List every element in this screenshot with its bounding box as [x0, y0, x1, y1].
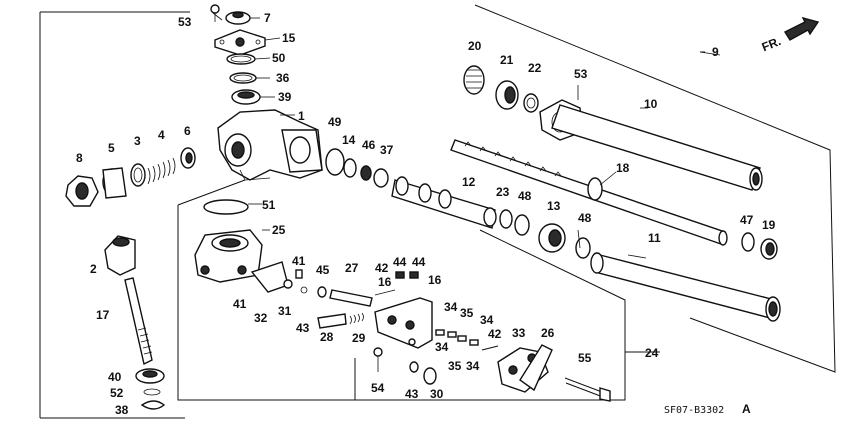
callout-21: 21: [500, 53, 514, 67]
callout-10: 10: [644, 97, 658, 111]
callout-46: 46: [362, 138, 376, 152]
callout-15: 15: [282, 31, 296, 45]
callout-13: 13: [547, 199, 561, 213]
callout-26: 26: [541, 326, 555, 340]
callout-48a: 48: [518, 189, 532, 203]
diagram-suffix: A: [742, 402, 751, 416]
callout-34d: 34: [466, 359, 480, 373]
callout-44b: 44: [412, 255, 426, 269]
small-pins: [373, 329, 499, 385]
callout-44a: 44: [393, 255, 407, 269]
direction-label: FR.: [760, 34, 783, 54]
cylinder-and-rack: [463, 65, 763, 191]
callout-20: 20: [468, 39, 482, 53]
callout-25: 25: [272, 223, 286, 237]
upper-parts-stack: [210, 4, 266, 105]
callout-34c: 34: [435, 340, 449, 354]
diagram-code: SF07-B3302: [664, 405, 724, 416]
callout-29: 29: [352, 331, 366, 345]
callout-39: 39: [278, 90, 292, 104]
callout-33: 33: [512, 326, 526, 340]
callout-16b: 16: [428, 273, 442, 287]
callout-49: 49: [328, 115, 342, 129]
callout-55: 55: [578, 351, 592, 365]
callout-4: 4: [158, 128, 165, 142]
callout-24: 24: [645, 346, 659, 360]
callout-42a: 42: [375, 261, 389, 275]
callout-43a: 43: [296, 321, 310, 335]
callout-22: 22: [528, 61, 542, 75]
callout-19: 19: [762, 218, 776, 232]
callout-47: 47: [740, 213, 754, 227]
callout-41a: 41: [292, 254, 306, 268]
callout-1: 1: [298, 109, 305, 123]
callout-51: 51: [262, 198, 276, 212]
callout-43b: 43: [405, 387, 419, 401]
callout-34b: 34: [480, 313, 494, 327]
left-side-fittings: [65, 147, 196, 207]
rack-bar: [450, 139, 728, 246]
pinion-shaft-assembly: [104, 235, 166, 410]
callout-36: 36: [276, 71, 290, 85]
callout-32: 32: [254, 311, 268, 325]
front-direction-arrow-icon: [783, 16, 820, 41]
callout-42b: 42: [488, 327, 502, 341]
callout-52: 52: [110, 386, 124, 400]
callout-7: 7: [264, 11, 271, 25]
callout-30: 30: [430, 387, 444, 401]
callout-labels: 1 2 3 4 5 6 7 8 9 10 11 12 13 14 15 16 1…: [76, 11, 776, 417]
callout-45: 45: [316, 263, 330, 277]
callout-53b: 53: [574, 67, 588, 81]
callout-35a: 35: [460, 306, 474, 320]
callout-38: 38: [115, 403, 129, 417]
callout-28: 28: [320, 330, 334, 344]
frame-lines: [39, 4, 836, 419]
callout-18: 18: [616, 161, 630, 175]
callout-53a: 53: [178, 15, 192, 29]
callout-14: 14: [342, 133, 356, 147]
callout-16a: 16: [378, 275, 392, 289]
valve-housing: [217, 109, 323, 181]
callout-48b: 48: [578, 211, 592, 225]
leader-lines: [212, 12, 721, 259]
callout-17: 17: [96, 308, 110, 322]
outer-tube: [590, 232, 781, 322]
callout-54: 54: [371, 381, 385, 395]
callout-8: 8: [76, 151, 83, 165]
callout-3: 3: [134, 134, 141, 148]
callout-11: 11: [648, 231, 661, 245]
callout-31: 31: [278, 304, 292, 318]
valve-body-group: [194, 199, 308, 294]
callout-34a: 34: [444, 300, 458, 314]
callout-9: 9: [712, 45, 719, 59]
callout-6: 6: [184, 124, 191, 138]
callout-35b: 35: [448, 359, 462, 373]
callout-5: 5: [108, 141, 115, 155]
callout-37: 37: [380, 143, 394, 157]
bracket-group: [497, 344, 611, 402]
callout-40: 40: [108, 370, 122, 384]
callout-23: 23: [496, 185, 510, 199]
callout-41b: 41: [233, 297, 247, 311]
callout-27: 27: [345, 261, 359, 275]
spool-parts: [317, 271, 433, 349]
callout-2: 2: [90, 262, 97, 276]
callout-50: 50: [272, 51, 286, 65]
callout-12: 12: [462, 175, 476, 189]
